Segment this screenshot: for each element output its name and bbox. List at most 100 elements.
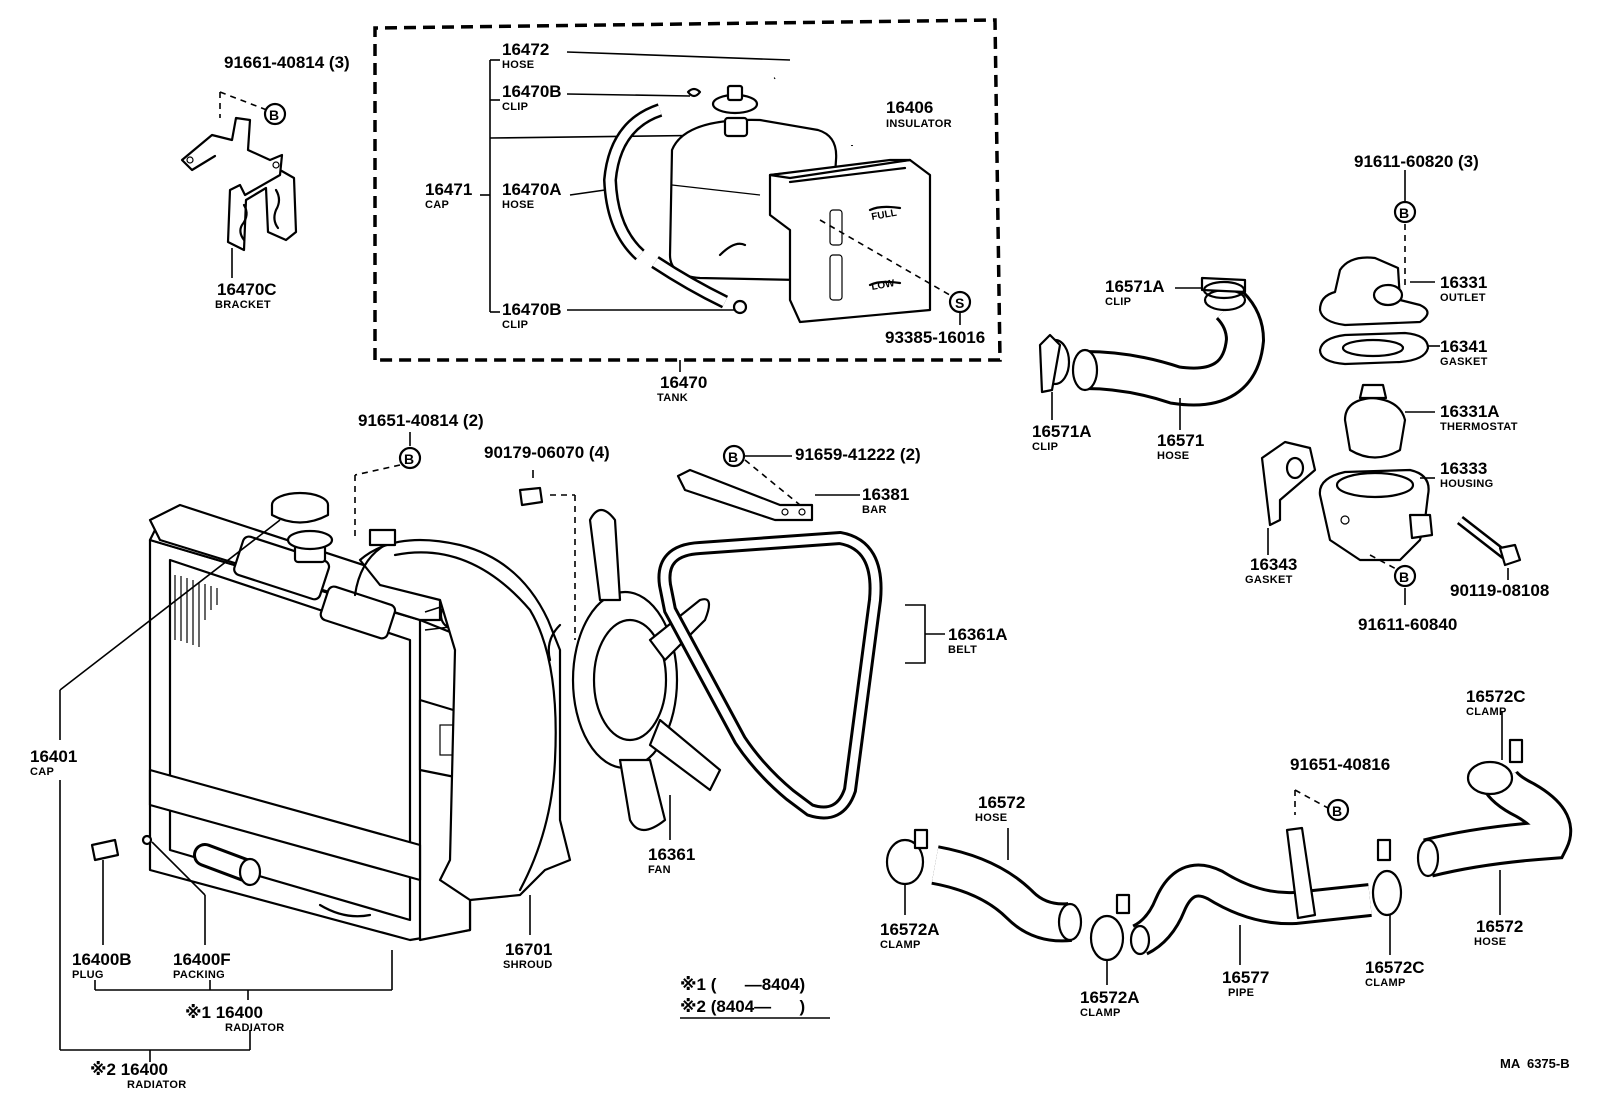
label-16701-name: SHROUD <box>503 959 552 971</box>
label-90119-part: 90119-08108 <box>1450 581 1549 600</box>
label-16341-name: GASKET <box>1440 356 1488 368</box>
clip-top <box>686 87 702 98</box>
hose-16572-right <box>1416 769 1573 915</box>
label-16471-name: CAP <box>425 199 449 211</box>
clamp-16572a-mid <box>1089 893 1131 985</box>
housing-16333 <box>1318 468 1435 571</box>
label-16470b-top-part: 16470B <box>502 82 562 101</box>
label-16333-name: HOUSING <box>1440 478 1493 490</box>
label-16361-part: 16361 <box>648 845 695 864</box>
label-16470-name: TANK <box>657 392 688 404</box>
label-16400b-name: PLUG <box>72 969 104 981</box>
label-91651-40814-part: 91651-40814 (2) <box>358 411 484 430</box>
label-16572-left-name: HOSE <box>975 812 1007 824</box>
screw-marker-s: S <box>948 290 972 325</box>
label-16470a-name: HOSE <box>502 199 534 211</box>
clip-bottom <box>732 299 748 315</box>
belt-16361a <box>657 530 945 820</box>
label-91659-part: 91659-41222 (2) <box>795 445 921 464</box>
label-16572a-mid-name: CLAMP <box>1080 1007 1121 1019</box>
label-90179-part: 90179-06070 (4) <box>484 443 610 462</box>
label-16472-name: HOSE <box>502 59 534 71</box>
label-16572c-top-name: CLAMP <box>1466 706 1507 718</box>
clip-16571a-top <box>1175 276 1247 300</box>
label-16400b-part: 16400B <box>72 950 132 969</box>
label-91661-part: 91661-40814 (3) <box>224 53 350 72</box>
label-16343-name: GASKET <box>1245 574 1293 586</box>
tank-cap <box>711 84 759 115</box>
svg-text:B: B <box>1332 803 1342 819</box>
fan-16361 <box>547 508 722 840</box>
bolt-91611-60820: B <box>1393 170 1417 290</box>
label-16361a-name: BELT <box>948 644 977 656</box>
clamp-16572a-left <box>885 828 929 915</box>
svg-text:LOW: LOW <box>871 278 896 293</box>
hose-16572-left <box>931 828 1083 943</box>
label-16571-name: HOSE <box>1157 450 1189 462</box>
pipe-16577 <box>1129 826 1372 965</box>
label-16577-name: PIPE <box>1228 987 1254 999</box>
label-radiator-2-part: ※2 16400 <box>90 1060 168 1079</box>
label-16572c-top-part: 16572C <box>1466 687 1526 706</box>
label-16400f-name: PACKING <box>173 969 225 981</box>
bracket-16470c: B <box>180 91 298 278</box>
label-16572-left-part: 16572 <box>978 793 1025 812</box>
label-16470-part: 16470 <box>660 373 707 392</box>
label-16472-part: 16472 <box>502 40 549 59</box>
label-16341-part: 16341 <box>1440 337 1487 356</box>
label-16470c-part: 16470C <box>217 280 277 299</box>
svg-text:B: B <box>404 451 414 467</box>
tank-assembly-box <box>373 18 1002 372</box>
label-16571a-left-part: 16571A <box>1032 422 1092 441</box>
bar-16381: B <box>676 444 860 522</box>
svg-text:B: B <box>1399 205 1409 221</box>
svg-text:B: B <box>269 107 279 123</box>
clamp-16572c-top <box>1466 712 1524 796</box>
gasket-16341 <box>1318 331 1440 366</box>
label-16331a-part: 16331A <box>1440 402 1500 421</box>
diagram-code: MA 6375-B <box>1500 1056 1570 1071</box>
label-16470b-top-name: CLIP <box>502 101 528 113</box>
radiator-cap-16401 <box>59 491 330 740</box>
label-16331-part: 16331 <box>1440 273 1487 292</box>
bolt-91651-40814: B <box>354 432 422 547</box>
label-16406-part: 16406 <box>886 98 933 117</box>
label-16470b-bottom-part: 16470B <box>502 300 562 319</box>
label-16572a-mid-part: 16572A <box>1080 988 1140 1007</box>
label-16406-name: INSULATOR <box>886 118 952 130</box>
gasket-16343 <box>1260 440 1317 555</box>
plug-16400b <box>90 838 120 945</box>
label-16572-right-name: HOSE <box>1474 936 1506 948</box>
radiator-leaders <box>59 780 393 1062</box>
hose-16571 <box>1071 288 1266 430</box>
label-16401-name: CAP <box>30 766 54 778</box>
label-16381-name: BAR <box>862 504 887 516</box>
bolt-91651-40816: B <box>1294 789 1350 822</box>
label-16572a-left-part: 16572A <box>880 920 940 939</box>
label-16577-part: 16577 <box>1222 968 1269 987</box>
hose-16470a <box>602 103 729 309</box>
svg-text:B: B <box>1399 569 1409 585</box>
clamp-16572c-right <box>1371 838 1403 955</box>
label-16571-part: 16571 <box>1157 431 1204 450</box>
overflow-hose-16472 <box>772 61 857 147</box>
legend-line-1: ※1 ( —8404) <box>680 975 805 994</box>
label-16361-name: FAN <box>648 864 671 876</box>
labels: 16472 HOSE 16470B CLIP 16471 CAP 16470A … <box>30 40 1570 1091</box>
label-16343-part: 16343 <box>1250 555 1297 574</box>
radiator-fins <box>174 575 218 647</box>
label-16361a-part: 16361A <box>948 625 1008 644</box>
label-91611-60820-part: 91611-60820 (3) <box>1354 152 1479 171</box>
svg-text:S: S <box>955 295 964 311</box>
packing-16400f <box>141 834 206 945</box>
radiator-16400 <box>148 503 472 942</box>
label-16572a-left-name: CLAMP <box>880 939 921 951</box>
bolt-91611-60840: B <box>1393 564 1417 605</box>
label-16331-name: OUTLET <box>1440 292 1486 304</box>
label-16381-part: 16381 <box>862 485 909 504</box>
label-16572c-right-part: 16572C <box>1365 958 1425 977</box>
nut-90179 <box>518 470 576 640</box>
label-16470c-name: BRACKET <box>215 299 271 311</box>
label-93385-part: 93385-16016 <box>885 328 985 347</box>
